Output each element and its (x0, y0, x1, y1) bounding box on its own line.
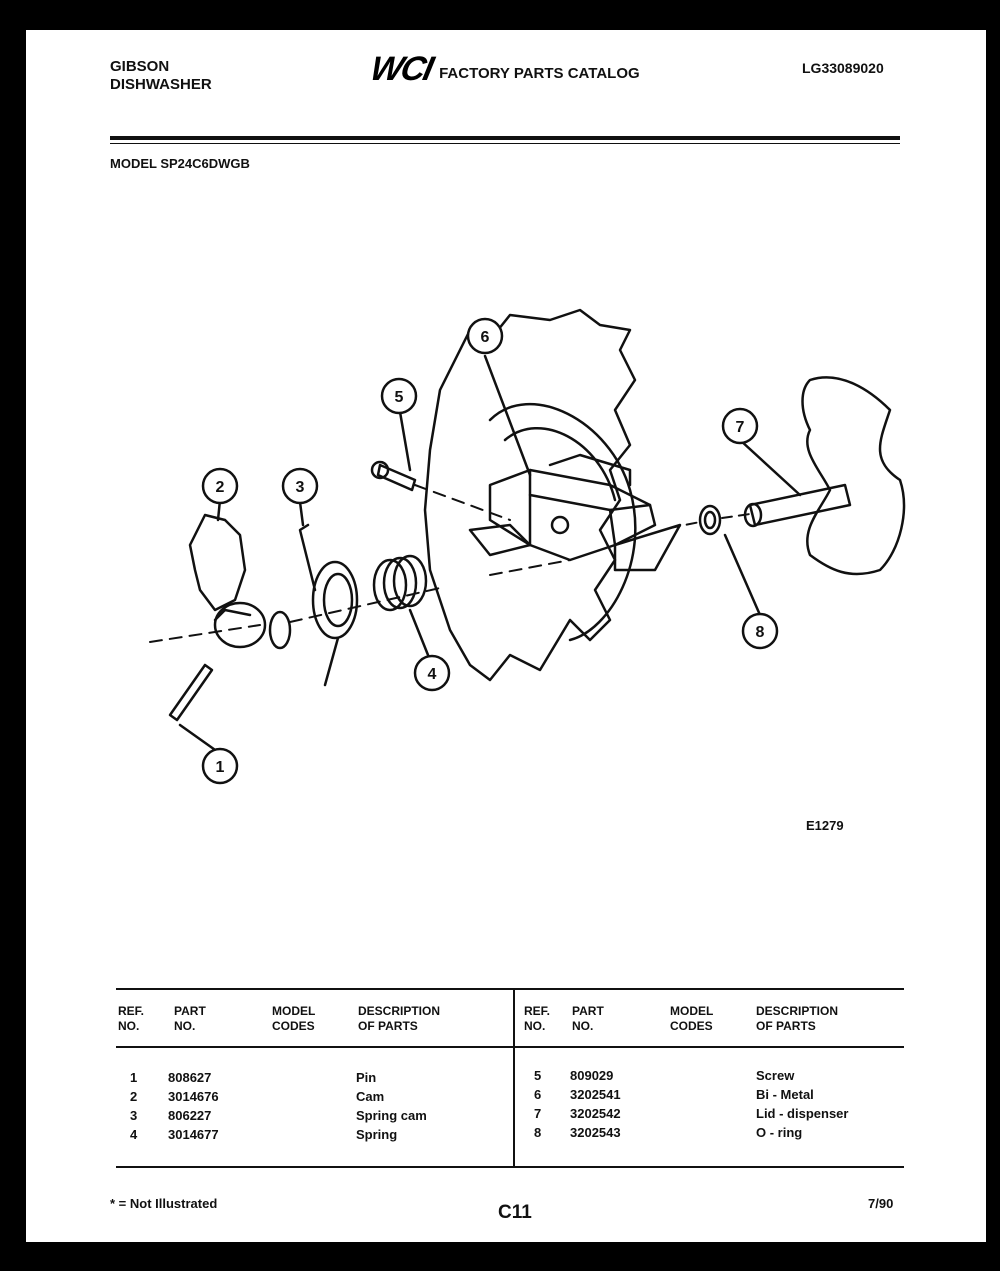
page-code: C11 (498, 1202, 532, 1223)
table-column-divider (513, 990, 515, 1166)
callout-8: 8 (741, 612, 779, 650)
table-top-rule (116, 988, 904, 990)
callout-7: 7 (721, 407, 759, 445)
header-model-codes-right: MODEL CODES (670, 1004, 714, 1033)
exploded-parts-diagram: 6 5 7 2 3 8 4 1 (149, 308, 906, 785)
product-name: DISHWASHER (110, 76, 212, 93)
header-brand-block: GIBSON DISHWASHER (110, 58, 212, 94)
header-description: DESCRIPTION OF PARTS (358, 1004, 441, 1033)
svg-text:4: 4 (428, 666, 437, 683)
svg-text:1: 1 (216, 759, 225, 776)
pin (168, 663, 214, 722)
catalog-page: GIBSON DISHWASHER WCI FACTORY PARTS CATA… (26, 30, 986, 1242)
table-header-rule (116, 1046, 904, 1048)
table-bottom-rule (116, 1166, 904, 1168)
callout-1: 1 (201, 747, 239, 785)
brand-name: GIBSON (110, 58, 170, 75)
screw (376, 463, 417, 492)
svg-text:2: 2 (216, 479, 225, 496)
header-part-no-right: PART NO. (572, 1004, 604, 1033)
cam (188, 513, 292, 650)
model-number: MODEL SP24C6DWGB (110, 156, 250, 171)
callout-5: 5 (380, 377, 418, 415)
catalog-title: FACTORY PARTS CATALOG (439, 65, 640, 82)
spring-cam (298, 523, 359, 687)
figure-code: E1279 (806, 818, 844, 833)
header-title-block: WCI FACTORY PARTS CATALOG (367, 50, 640, 89)
header-part-no: PART NO. (174, 1004, 206, 1033)
svg-text:3: 3 (296, 479, 305, 496)
header-ref-no-right: REF. NO. (524, 1004, 551, 1033)
header-description-right: DESCRIPTION OF PARTS (756, 1004, 839, 1033)
bi-metal-bracket (488, 468, 657, 562)
header-rule (110, 136, 900, 140)
callout-3: 3 (281, 467, 319, 505)
svg-text:8: 8 (756, 624, 765, 641)
callout-2: 2 (201, 467, 239, 505)
footnote: * = Not Illustrated (110, 1196, 218, 1211)
wci-logo: WCI (367, 50, 436, 88)
catalog-code: LG33089020 (802, 60, 884, 76)
header-model-codes: MODEL CODES (272, 1004, 316, 1033)
mounting-panel (423, 308, 637, 682)
date-code: 7/90 (868, 1196, 894, 1211)
svg-text:7: 7 (736, 419, 745, 436)
svg-text:5: 5 (395, 389, 404, 406)
o-ring (698, 504, 722, 536)
spring (372, 554, 428, 612)
header-rule-thin (110, 143, 900, 144)
svg-text:6: 6 (481, 329, 490, 346)
lid-dispenser (801, 376, 906, 576)
header-ref-no: REF. NO. (118, 1004, 145, 1033)
callout-4: 4 (413, 654, 451, 692)
callout-6: 6 (466, 317, 504, 355)
